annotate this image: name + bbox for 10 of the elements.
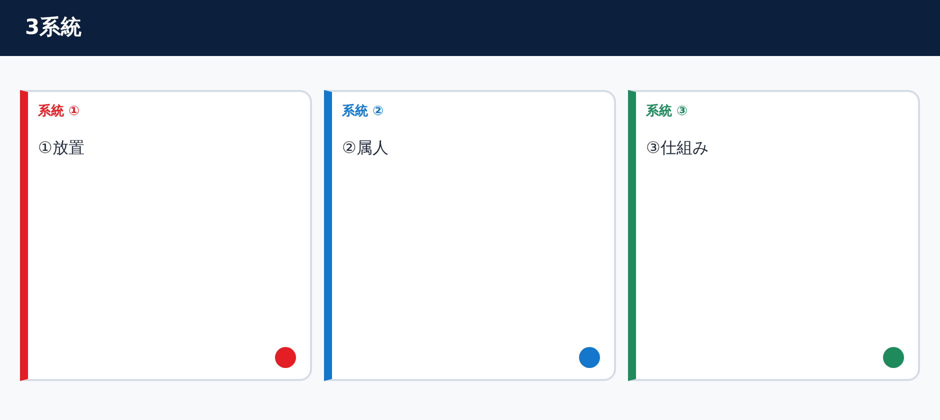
card-heading: 系統 ② bbox=[342, 103, 384, 121]
card bbox=[324, 90, 616, 381]
card-heading: 系統 ③ bbox=[646, 103, 688, 121]
card bbox=[20, 90, 312, 381]
card bbox=[628, 90, 920, 381]
title: 3系統 bbox=[25, 14, 82, 41]
card-text: ①放置 bbox=[38, 137, 84, 159]
card-heading: 系統 ① bbox=[38, 103, 80, 121]
card-text: ②属人 bbox=[342, 137, 388, 159]
card-text: ③仕組み bbox=[646, 137, 708, 159]
